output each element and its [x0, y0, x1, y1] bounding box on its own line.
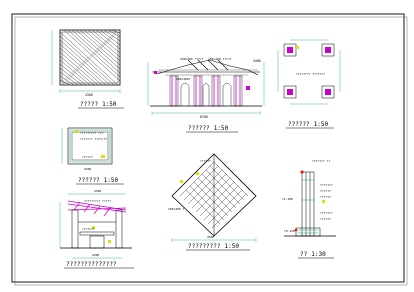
- view-title-section-small: ??????1:50: [76, 177, 124, 185]
- accent-marker: [92, 226, 95, 229]
- side-note-2: ????×??: [82, 227, 95, 231]
- accent-marker: [101, 155, 105, 158]
- side-structure: [71, 209, 123, 249]
- detail-note-5: ???????: [320, 211, 333, 215]
- svg-text:?????????1:50: ?????????1:50: [188, 243, 239, 250]
- front-dim-width: 8700: [200, 115, 208, 119]
- view-detail: ?1.300 ?0.150 ??????? ?? ??????? ?????? …: [282, 159, 336, 259]
- footing: [283, 43, 297, 57]
- column-plan-dims: [277, 39, 341, 105]
- view-title-front: ??????1:50: [186, 125, 238, 133]
- accent-marker: [196, 172, 199, 175]
- side-note-1: ???????×? ?????: [84, 199, 111, 203]
- detail-note-2: ???????: [320, 183, 333, 187]
- section-dim: 2200: [84, 167, 91, 171]
- detail-note-4: ??????: [320, 195, 331, 199]
- column-plan-note: ??×????? ???????: [296, 72, 325, 76]
- accent-marker: [180, 180, 183, 183]
- dim-lines: [51, 30, 121, 93]
- level-mark: [294, 228, 298, 232]
- side-dim-bottom: 2200: [92, 253, 99, 257]
- section-note-2: ????×?? ????/??: [80, 137, 107, 141]
- plan-top-dim: 4300: [85, 93, 93, 97]
- svg-text:??????1:50: ??????1:50: [188, 125, 229, 132]
- section-note-1: ???????×? ???: [80, 131, 104, 135]
- side-dim-top: 4300: [94, 189, 101, 193]
- view-column-plan: ??×????? ??????? ??????1:50: [277, 39, 341, 129]
- roof-hatch: [179, 161, 249, 229]
- front-note-3: 180×200?: [176, 77, 191, 81]
- view-section-small: ???????×? ??? ????×?? ????/?? ?????? 220…: [61, 127, 124, 185]
- level-mark: [300, 170, 304, 174]
- front-dims: [147, 62, 265, 115]
- svg-text:?????1:50: ?????1:50: [80, 101, 117, 108]
- side-dims: [59, 193, 126, 259]
- section-note-3: ??????: [82, 155, 93, 159]
- view-title-detail: ??1:30: [298, 251, 334, 259]
- front-dim-height: 3400: [253, 59, 261, 63]
- view-roof-plan: ?????? 150×200 ? 4300 ?????????1:50: [168, 153, 257, 251]
- side-roof: [67, 200, 127, 217]
- svg-text:??????1:50: ??????1:50: [78, 177, 119, 184]
- roof-beams: [152, 59, 260, 76]
- accent-marker: [75, 130, 78, 133]
- footing: [283, 85, 297, 99]
- roof-note-2: 150×200 ?: [168, 207, 184, 211]
- view-title-plan-top: ?????1:50: [78, 101, 124, 109]
- accent-marker: [322, 200, 325, 203]
- svg-text:??????????????: ??????????????: [66, 261, 117, 268]
- detail-dim-2: ?0.150: [284, 229, 295, 233]
- columns: [171, 76, 241, 106]
- outer-frame: [11, 13, 405, 283]
- view-title-roof: ?????????1:50: [186, 243, 250, 251]
- view-title-column-plan: ??????1:50: [286, 121, 334, 129]
- svg-text:??1:30: ??1:30: [300, 251, 326, 258]
- detail-note-1: ??????? ??: [312, 159, 330, 163]
- detail-note-3: ??????: [320, 189, 331, 193]
- view-front-elevation: 8700 3400 150×200 ????? 150×200 ????? 18…: [147, 57, 265, 133]
- hatched-square: [59, 29, 121, 86]
- detail-column: [295, 171, 321, 237]
- accent-marker: [154, 71, 157, 74]
- svg-text:??????1:50: ??????1:50: [288, 121, 329, 128]
- accent-marker: [108, 240, 111, 243]
- view-side-elevation: 4300 2200 ???????×? ????? ????×?? ??????…: [59, 189, 134, 269]
- outer-frame-shadow: [14, 16, 408, 286]
- roof-dims: [171, 238, 257, 242]
- view-plan-top: 4300 ?????1:50: [51, 29, 124, 109]
- footing: [321, 43, 335, 57]
- roof-note-1: ??????: [200, 159, 211, 163]
- roof-dim: 4300: [207, 235, 214, 239]
- detail-note-6: ??????: [320, 217, 331, 221]
- accent-marker: [296, 46, 299, 49]
- accent-marker: [246, 86, 250, 90]
- detail-dim-1: ?1.300: [282, 197, 293, 201]
- view-title-side: ??????????????: [64, 261, 134, 269]
- detail-hatch: [298, 179, 318, 234]
- front-note-2: 150×200 ?????: [208, 57, 232, 61]
- front-note-1: 150×200 ?????: [180, 57, 204, 61]
- footing: [321, 85, 335, 99]
